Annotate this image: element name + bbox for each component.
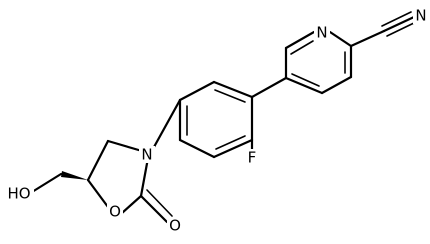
atom-label-ring-oxygen: O xyxy=(109,203,121,221)
label-bg-carbonyl-o xyxy=(167,217,183,234)
bond-c2-o-double-a xyxy=(139,194,169,224)
biaryl-bond xyxy=(250,76,288,99)
phenyl-double-3 xyxy=(215,135,246,150)
bond-p1-p2 xyxy=(212,80,254,99)
label-bg-pyridine-n xyxy=(314,24,330,41)
label-bg-fluorine xyxy=(244,149,260,166)
triple-bond-3 xyxy=(386,21,417,37)
triple-bond-2 xyxy=(381,11,412,27)
bond-aryl-n xyxy=(152,98,182,149)
atom-label-carbonyl-oxygen: O xyxy=(169,217,181,235)
atom-label-pyridine-nitrogen: N xyxy=(316,24,327,42)
label-bg-hydroxyl xyxy=(4,185,34,202)
bond-c3-c4 xyxy=(320,75,353,95)
bond-c4-c5 xyxy=(86,139,110,182)
bond-c5-o1 xyxy=(86,178,110,209)
atom-label-fluorine: F xyxy=(248,149,257,167)
stereo-wedge xyxy=(61,171,88,180)
label-bg-oxazolidinone-n xyxy=(139,146,155,163)
label-bg-nitrile-n xyxy=(413,7,429,24)
atom-label-hydroxyl: HO xyxy=(7,185,30,203)
pyridine-ring xyxy=(284,30,353,95)
bond-c2-cn xyxy=(349,29,386,48)
bond-p2-p3 xyxy=(178,80,216,102)
atom-label-nitrile-nitrogen: N xyxy=(415,7,426,25)
phenyl-ring xyxy=(178,80,254,159)
bond-n-c4 xyxy=(106,139,144,153)
atom-label-oxazolidinone-nitrogen: N xyxy=(141,146,152,164)
oxazolidinone-ring xyxy=(86,139,173,224)
label-bg-ring-o xyxy=(107,203,123,220)
nitrile-group xyxy=(349,11,417,48)
bond-c2-n xyxy=(139,156,150,198)
bond-o1-c2 xyxy=(120,194,143,215)
bond-ch2-oh xyxy=(30,172,63,194)
triple-bond-1 xyxy=(382,15,416,33)
double-bond-inner-1 xyxy=(290,40,314,55)
bond-p4-p5 xyxy=(178,138,216,159)
bond-n1-c2 xyxy=(328,30,353,48)
bond-p5-p6 xyxy=(212,138,254,159)
bond-c5-c6 xyxy=(284,30,316,50)
bond-c4-c5 xyxy=(284,76,324,95)
phenyl-double-1 xyxy=(214,89,246,103)
double-bond-inner-3 xyxy=(291,73,320,87)
bond-c2-o-double-b xyxy=(146,189,173,217)
